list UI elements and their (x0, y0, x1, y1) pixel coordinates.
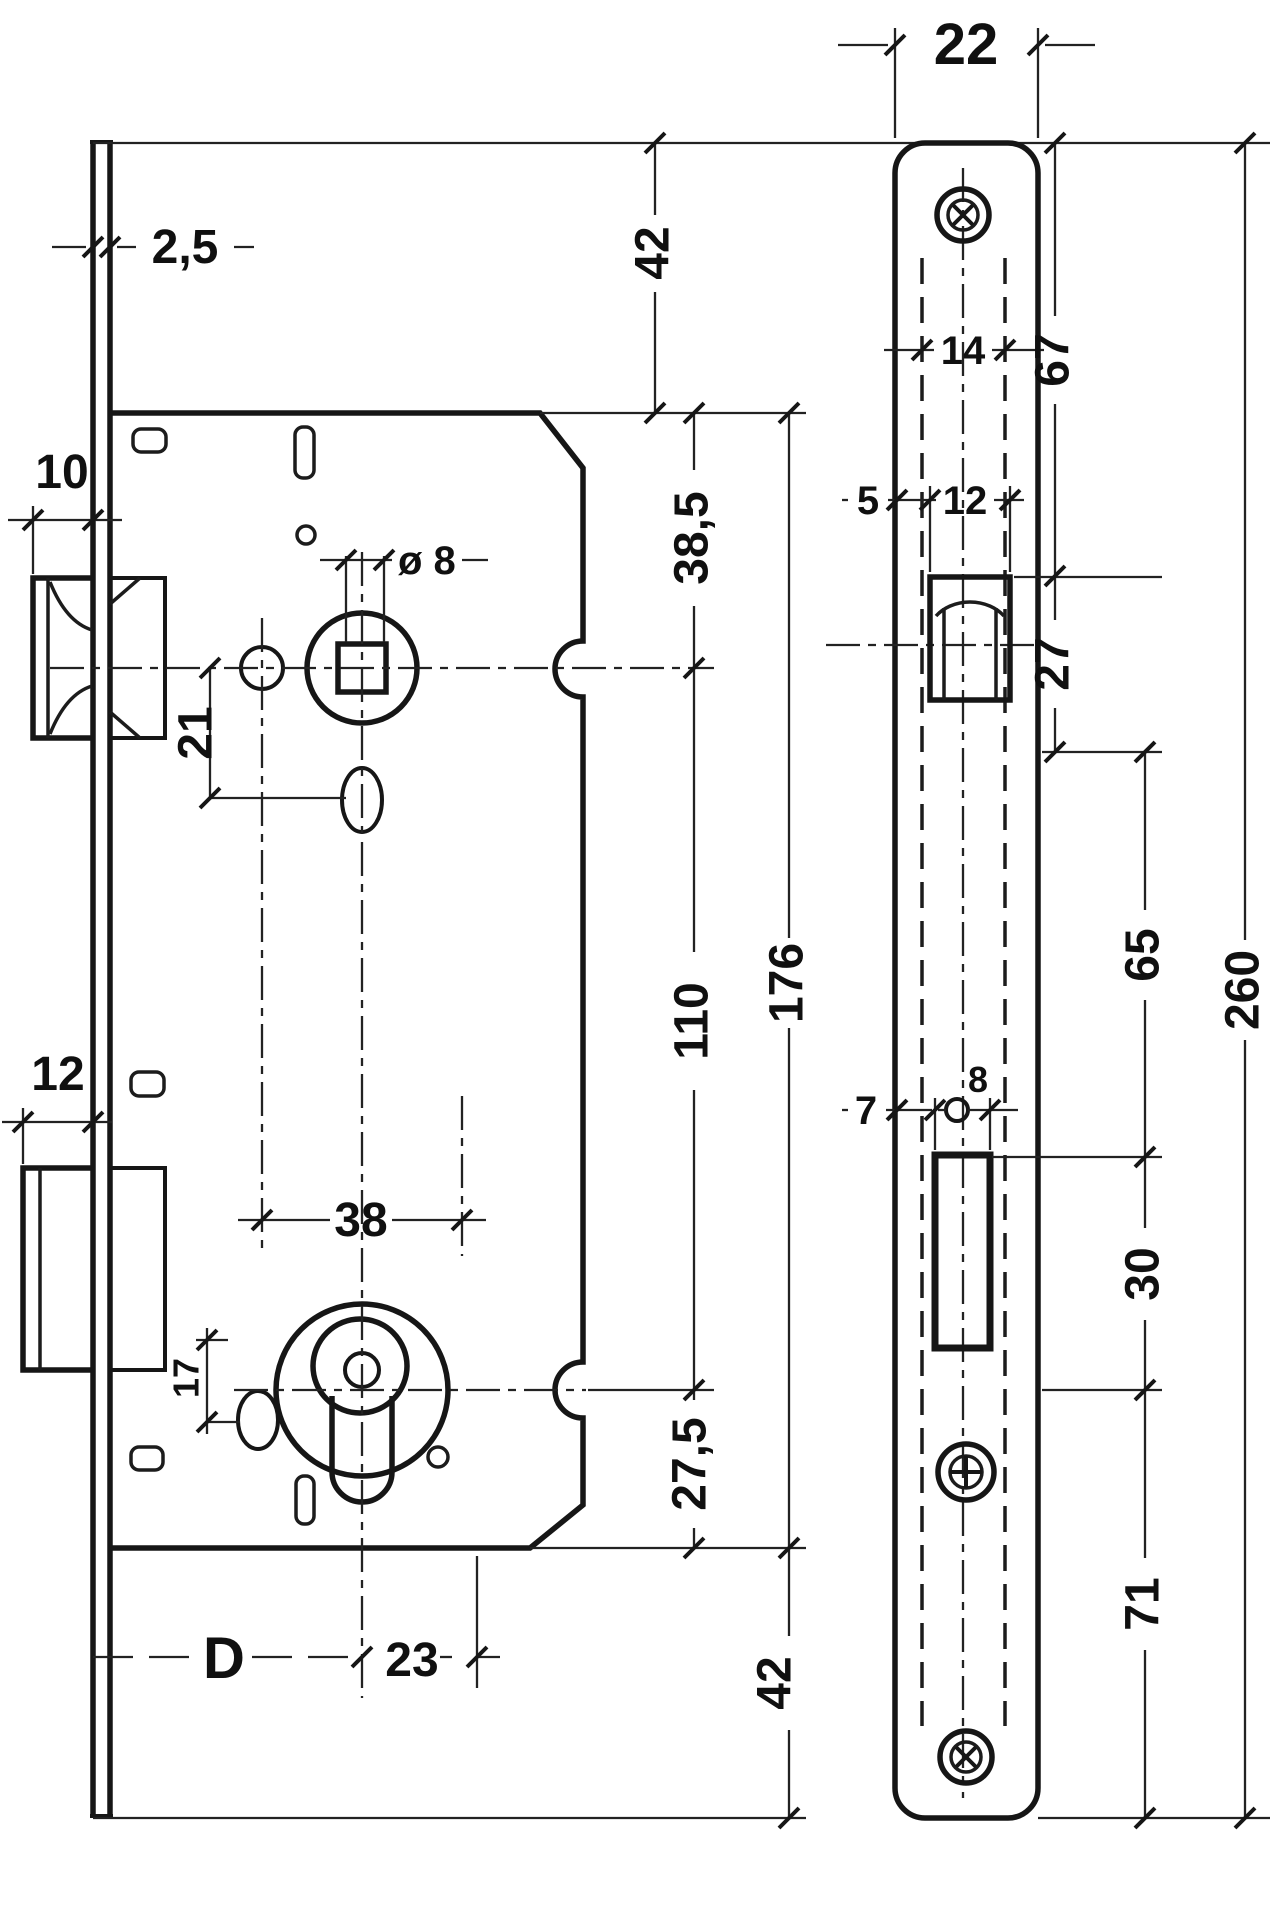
screw-middle (935, 1441, 997, 1503)
svg-text:260: 260 (1217, 950, 1270, 1030)
dim-follower-to-hole: 21 (170, 668, 346, 800)
cylinder-hole (236, 1301, 451, 1505)
extension-lines-left (93, 141, 1270, 1820)
faceplate-side (90, 140, 113, 1818)
dim-deadbolt-cutout: 7 8 (842, 1059, 1018, 1150)
svg-text:22: 22 (934, 12, 999, 77)
guide-hole (944, 1097, 970, 1123)
svg-text:10: 10 (35, 446, 88, 499)
svg-text:27: 27 (1027, 637, 1080, 690)
dim-faceplate-thickness: 2,5 (52, 221, 254, 274)
oval-hole-lower (236, 1389, 280, 1451)
dim-backset: D 23 (93, 1556, 500, 1691)
svg-text:30: 30 (1117, 1247, 1170, 1300)
svg-text:8: 8 (968, 1059, 988, 1100)
screw-bottom (937, 1728, 995, 1786)
svg-text:176: 176 (761, 943, 814, 1023)
svg-text:21: 21 (170, 706, 223, 759)
svg-text:110: 110 (666, 982, 719, 1059)
dim-case-thickness: 14 (884, 329, 1044, 373)
dim-chain-inner: 38,5 110 27,5 (664, 413, 719, 1548)
deadbolt (20, 1165, 167, 1373)
svg-text:42: 42 (627, 226, 680, 279)
svg-text:14: 14 (941, 329, 986, 373)
svg-text:17: 17 (166, 1358, 207, 1398)
right-view: 22 14 5 12 7 8 (826, 12, 1270, 1821)
center-lines-left (50, 552, 714, 1698)
svg-text:65: 65 (1117, 928, 1170, 981)
lock-case-outline (110, 410, 586, 1551)
left-view: 2,5 10 ø 8 21 12 (2, 140, 1270, 1820)
dim-chain-67-27: 67 27 (1027, 143, 1080, 752)
extension-lines-right (992, 575, 1270, 1820)
latch-bolt (30, 575, 167, 741)
dim-spindle-square: ø 8 (320, 539, 488, 642)
dim-hole-spacing: 38 (238, 1194, 486, 1247)
dim-plate-length: 260 (1217, 143, 1270, 1818)
latch-cutout (927, 574, 1013, 703)
dim-top-margin: 42 (627, 143, 680, 413)
svg-text:7: 7 (855, 1089, 877, 1133)
svg-text:67: 67 (1027, 333, 1080, 386)
dimension-ticks (11, 33, 1257, 1830)
dim-latch-protrusion: 10 (8, 446, 122, 574)
dim-oval-offset: 17 (166, 1328, 240, 1434)
svg-text:12: 12 (943, 479, 988, 523)
dim-case-height: 176 42 (749, 413, 814, 1818)
follower-hub (239, 610, 420, 834)
case-slots (129, 425, 450, 1526)
svg-text:ø 8: ø 8 (398, 539, 456, 583)
svg-text:71: 71 (1117, 1577, 1170, 1630)
svg-text:D: D (203, 1626, 245, 1691)
svg-text:42: 42 (749, 1656, 802, 1709)
svg-text:2,5: 2,5 (152, 221, 219, 274)
faceplate-front (892, 140, 1041, 1821)
dim-chain-65-30-71: 65 30 71 (1117, 752, 1170, 1818)
svg-text:23: 23 (385, 1634, 438, 1687)
svg-text:5: 5 (857, 479, 879, 523)
svg-text:38: 38 (334, 1194, 387, 1247)
svg-text:12: 12 (31, 1048, 84, 1101)
svg-text:27,5: 27,5 (664, 1417, 717, 1510)
dim-latch-cutout: 5 12 (842, 479, 1024, 572)
svg-text:38,5: 38,5 (666, 491, 719, 584)
dim-plate-width: 22 (838, 12, 1095, 138)
screw-top (934, 186, 992, 244)
